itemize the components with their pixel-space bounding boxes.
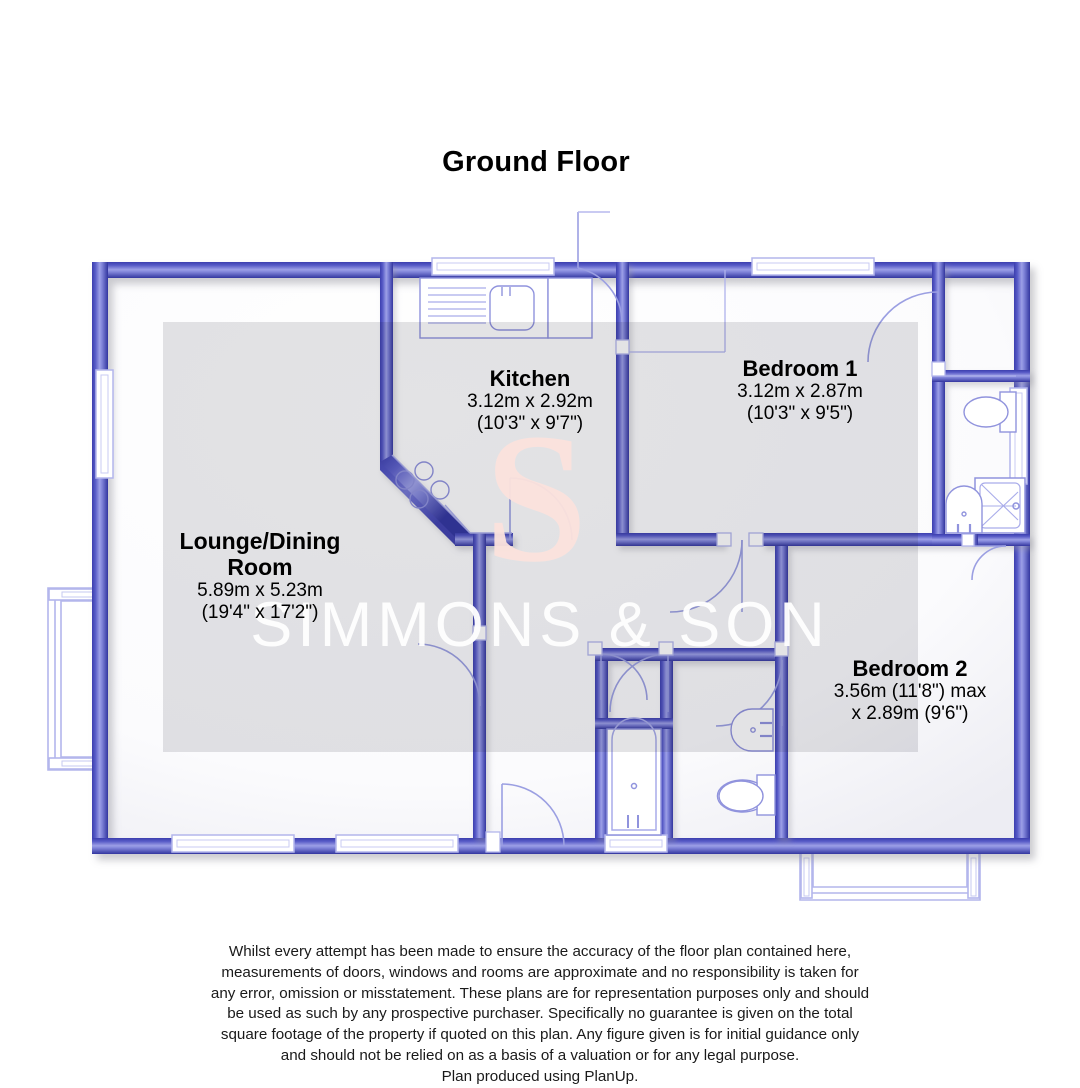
bathroom-basin — [730, 708, 774, 752]
disclaimer-line-1: Whilst every attempt has been made to en… — [228, 943, 852, 960]
door-kitchen-hall-top — [577, 211, 623, 323]
disclaimer-block: Whilst every attempt has been made to en… — [0, 942, 1080, 1088]
door-lounge-hall — [417, 643, 481, 707]
internal-walls — [380, 262, 1030, 838]
room-dim-lounge-imperial: (19'4" x 17'2") — [201, 602, 319, 624]
door-bathroom — [609, 653, 669, 713]
door-kitchen-lounge — [509, 477, 573, 541]
bath-tub — [606, 717, 662, 836]
room-dim-bedroom1-imperial: (10'3" x 9'5") — [746, 402, 854, 424]
disclaimer-line-4: be used as such by any prospective purch… — [227, 1005, 853, 1023]
door-airing-cupboard — [600, 653, 648, 701]
kitchen-hob — [391, 454, 512, 534]
window-bedroom1-top — [751, 257, 875, 276]
door-ensuite — [971, 545, 1007, 581]
watermark-overlay — [163, 322, 918, 752]
window-lounge-bottom-2 — [335, 834, 459, 853]
room-label-bedroom2: Bedroom 2 3.56m (11'8") max x 2.89m (9'6… — [760, 656, 1060, 724]
floor-fills — [100, 268, 1030, 853]
disclaimer-line-6: and should not be relied on as a basis o… — [280, 1047, 800, 1065]
room-dim-bedroom1-metric: 3.12m x 2.87m — [737, 381, 863, 403]
door-hall-bedroom1 — [669, 539, 743, 613]
room-dim-bedroom2-imperial: x 2.89m (9'6") — [851, 702, 969, 724]
room-label-kitchen: Kitchen 3.12m x 2.92m (10'3" x 9'7") — [400, 366, 660, 434]
page-title-text: Ground Floor — [442, 146, 630, 178]
door-jambs — [472, 339, 975, 853]
room-name-bedroom2: Bedroom 2 — [852, 656, 968, 681]
room-dim-kitchen-metric: 3.12m x 2.92m — [467, 391, 593, 413]
disclaimer-line-2: measurements of doors, windows and rooms… — [221, 963, 859, 981]
room-name-bedroom1: Bedroom 1 — [742, 356, 858, 381]
fixture-detail-lines — [629, 270, 1016, 377]
kitchen-sink-unit — [419, 277, 593, 339]
page-title: Ground Floor — [0, 146, 1080, 179]
bathroom-toilet — [716, 774, 776, 816]
door-bedroom1 — [867, 291, 939, 363]
room-dim-kitchen-imperial: (10'3" x 9'7") — [476, 412, 584, 434]
room-dim-bedroom2-metric: 3.56m (11'8") max — [833, 681, 987, 703]
window-lounge-left — [95, 369, 114, 479]
window-bathroom-bottom — [604, 834, 668, 853]
room-dim-lounge-metric: 5.89m x 5.23m — [197, 580, 323, 602]
room-label-lounge: Lounge/Dining Room 5.89m x 5.23m (19'4" … — [60, 528, 460, 624]
disclaimer-line-5: square footage of the property if quoted… — [220, 1026, 860, 1044]
door-bedroom2 — [715, 659, 783, 727]
disclaimer-line-3: any error, omission or misstatement. The… — [210, 984, 870, 1002]
ensuite-basin — [945, 485, 983, 534]
doors — [417, 211, 1007, 847]
window-lounge-bottom-1 — [171, 834, 295, 853]
disclaimer-line-7: Plan produced using PlanUp. — [441, 1067, 639, 1085]
room-label-bedroom1: Bedroom 1 3.12m x 2.87m (10'3" x 9'5") — [660, 356, 940, 424]
bay-window-bottom-right — [799, 845, 981, 901]
bay-window-left — [47, 587, 104, 771]
windows — [95, 257, 1028, 853]
ensuite-toilet — [963, 391, 1017, 433]
window-kitchen-top — [431, 257, 555, 276]
door-front-entrance — [501, 783, 565, 847]
room-name-lounge-line1: Lounge/Dining — [179, 528, 341, 554]
room-name-lounge-line2: Room — [227, 554, 293, 581]
room-name-kitchen: Kitchen — [489, 366, 571, 391]
